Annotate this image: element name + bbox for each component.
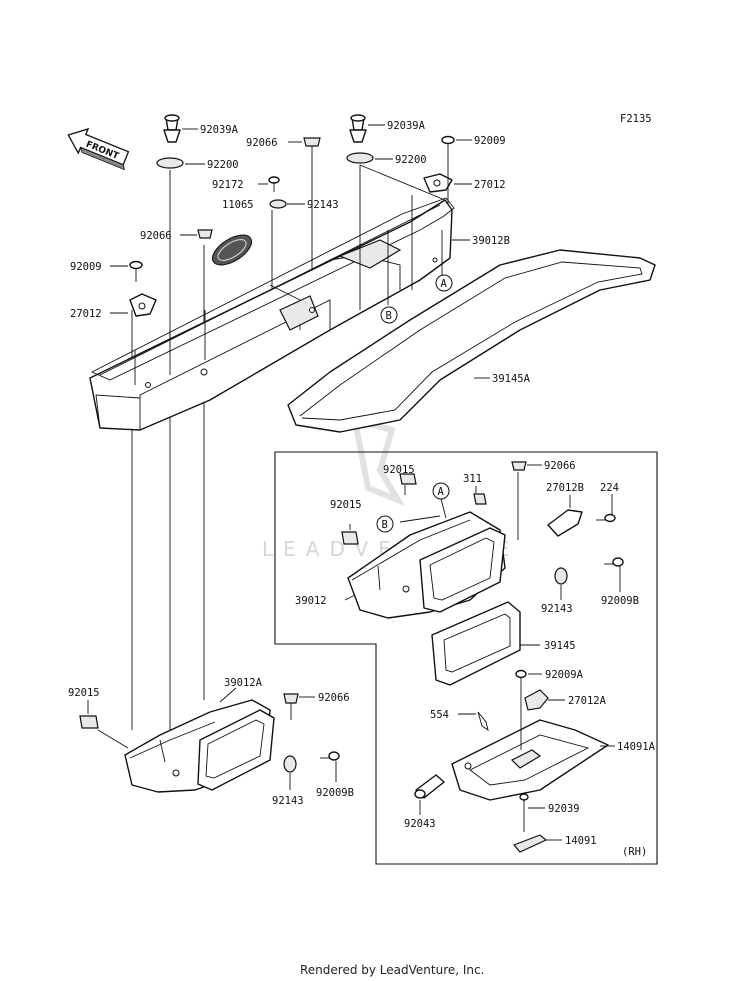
nut-92015-low [79, 715, 99, 729]
label-92039A-left: 92039A [200, 124, 239, 136]
screw-92009-left [129, 260, 143, 282]
cap-92066-mid [197, 229, 213, 239]
label-92009-top: 92009 [474, 135, 506, 147]
nut-92015-a [399, 473, 417, 485]
label-92066-mid: 92066 [140, 230, 172, 242]
nut-311 [473, 493, 487, 505]
label-311: 311 [463, 473, 482, 485]
label-92066-box: 92066 [544, 460, 576, 472]
washer-92200-right [346, 152, 374, 164]
screw-224 [596, 513, 616, 523]
cap-92066-top [303, 137, 321, 147]
damper-92043 [414, 774, 445, 799]
label-92009A: 92009A [545, 669, 584, 681]
label-39012: 39012 [295, 595, 327, 607]
callout-B-box: B [376, 515, 394, 533]
figure-code: F2135 [620, 113, 652, 125]
projection-lines [131, 140, 313, 730]
label-39145: 39145 [544, 640, 576, 652]
label-14091A: 14091A [617, 741, 656, 753]
bracket-27012B [547, 509, 583, 537]
label-27012-left: 27012 [70, 308, 102, 320]
label-14091: 14091 [565, 835, 597, 847]
label-92172: 92172 [212, 179, 244, 191]
label-27012-top: 27012 [474, 179, 506, 191]
label-92043: 92043 [404, 818, 436, 830]
lid-frame-39012A [197, 709, 275, 791]
svg-text:A: A [438, 486, 445, 498]
label-11065: 11065 [222, 199, 254, 211]
screw-92172 [268, 176, 280, 192]
rh-side-note: (RH) [622, 846, 647, 858]
cap-92066-box [511, 461, 527, 471]
clip-92039A-left [163, 114, 181, 143]
clip-92039A-right [349, 114, 367, 143]
label-92009-left: 92009 [70, 261, 102, 273]
label-27012A: 27012A [568, 695, 607, 707]
washer-92200-left [156, 157, 184, 169]
label-92066-low: 92066 [318, 692, 350, 704]
label-554: 554 [430, 709, 449, 721]
screw-92009A [515, 669, 527, 700]
label-92009B-box: 92009B [601, 595, 639, 607]
label-92143-low: 92143 [272, 795, 304, 807]
nut-92015-b [341, 531, 359, 545]
label-92015-low: 92015 [68, 687, 100, 699]
screw-92009B-low [320, 751, 340, 761]
label-224: 224 [600, 482, 619, 494]
label-92200-right: 92200 [395, 154, 427, 166]
gasket-39145 [431, 601, 521, 686]
vent-grille-11065 [211, 234, 253, 266]
label-92039A-right: 92039A [387, 120, 426, 132]
screw-92009B-box [604, 557, 624, 567]
callout-B-top: B [380, 306, 398, 324]
label-39012B: 39012B [472, 235, 510, 247]
screw-92009-top [441, 135, 455, 160]
callout-A-top: A [435, 274, 453, 292]
bracket-27012A [524, 689, 549, 711]
front-arrow-icon: FRONT [67, 127, 130, 171]
part-labels: 92039A 92039A 92066 92009 92200 92200 92… [68, 120, 656, 847]
svg-text:B: B [382, 519, 388, 531]
washer-92143-low [283, 755, 297, 773]
washer-92143-box [554, 567, 568, 585]
hinge-14091 [512, 834, 548, 853]
label-92200-left: 92200 [207, 159, 239, 171]
label-92143-top: 92143 [307, 199, 339, 211]
label-92015-b: 92015 [330, 499, 362, 511]
svg-text:B: B [386, 310, 392, 322]
svg-text:A: A [441, 278, 448, 290]
callout-A-box: A [432, 482, 450, 519]
label-39145A: 39145A [492, 373, 531, 385]
lid-14091A [451, 719, 609, 801]
label-39012A: 39012A [224, 677, 263, 689]
pin-554 [477, 711, 489, 732]
label-92066-top: 92066 [246, 137, 278, 149]
seal-39145A [287, 249, 656, 433]
washer-92143-top [269, 199, 287, 209]
label-92015-a: 92015 [383, 464, 415, 476]
rh-detail-frame [274, 451, 658, 865]
cap-92066-low [283, 693, 299, 704]
lid-frame-39012 [419, 527, 506, 613]
label-92039: 92039 [548, 803, 580, 815]
pin-92039 [519, 793, 529, 832]
label-92143-box: 92143 [541, 603, 573, 615]
upper-housing-39012B [89, 197, 455, 431]
footer-credit: Rendered by LeadVenture, Inc. [300, 963, 484, 977]
label-92009B-low: 92009B [316, 787, 354, 799]
label-27012B: 27012B [546, 482, 584, 494]
